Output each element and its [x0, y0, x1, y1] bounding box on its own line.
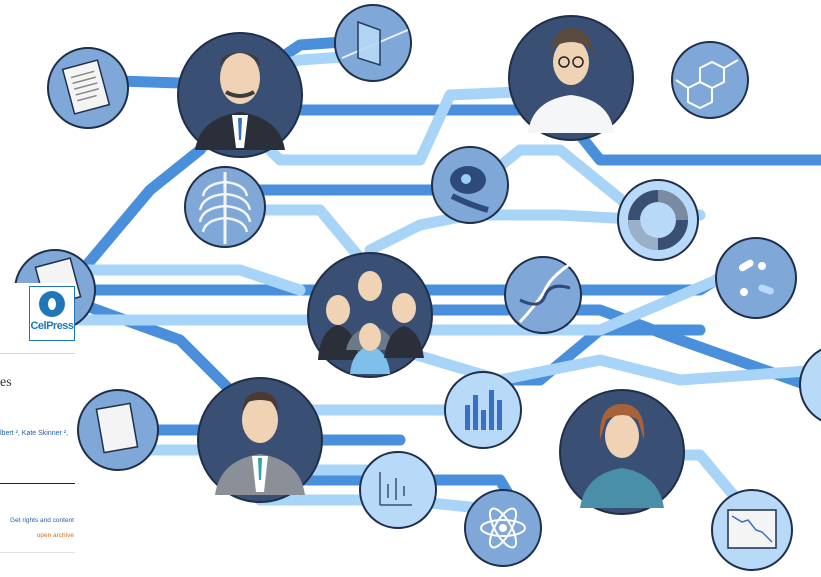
scatter-3d-icon	[359, 451, 437, 529]
partial-node-right	[799, 348, 821, 422]
molecule-icon	[671, 41, 749, 119]
portrait-group-four	[307, 252, 433, 378]
rights-and-content-link[interactable]: Get rights and content	[10, 517, 74, 524]
bar-chart-icon	[444, 371, 522, 449]
cellpress-logo-icon	[39, 291, 65, 317]
pills-icon	[715, 237, 797, 319]
node-document-1	[47, 47, 129, 129]
ribcage-icon	[184, 166, 266, 248]
divider	[0, 552, 75, 553]
donut-chart-icon	[617, 179, 699, 261]
scatter-decline-icon	[711, 489, 793, 571]
portrait-woman	[559, 389, 685, 515]
open-archive-label: open archive	[36, 532, 74, 539]
article-title-fragment: es	[0, 375, 12, 390]
article-preview-fragment: CelPress es lbert ², Kate Skinner ², Get…	[0, 283, 75, 553]
authors-fragment[interactable]: lbert ², Kate Skinner ²,	[0, 430, 69, 437]
cell-icon	[431, 146, 509, 224]
dna-icon	[504, 256, 582, 334]
portrait-bearded-scientist	[177, 32, 303, 158]
cellpress-logo[interactable]: CelPress	[29, 286, 75, 341]
cellpress-logo-text: CelPress	[30, 320, 74, 332]
prism-icon	[334, 4, 412, 82]
divider	[0, 353, 75, 354]
divider	[0, 483, 75, 484]
portrait-woman-glasses	[508, 15, 634, 141]
atom-icon	[464, 489, 542, 567]
portrait-man-suit	[197, 377, 323, 503]
node-document-3	[77, 389, 159, 471]
